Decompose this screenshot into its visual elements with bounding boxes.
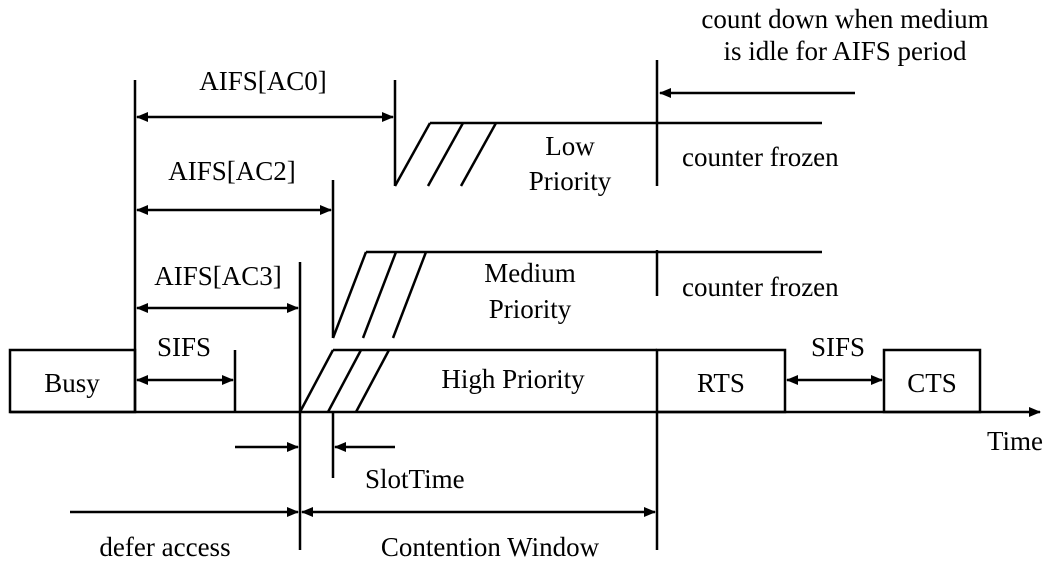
medium-priority-label-line1: Medium — [484, 258, 576, 288]
count-down-note-line1: count down when medium — [701, 4, 988, 34]
medium-priority-label-line2: Priority — [489, 294, 572, 324]
aifs-ac0-label: AIFS[AC0] — [199, 66, 327, 96]
rts-label: RTS — [697, 368, 745, 398]
aifs-ac2-label: AIFS[AC2] — [168, 156, 296, 186]
low-priority-slash-2 — [426, 122, 465, 187]
sifs-right-label: SIFS — [811, 332, 865, 362]
low-priority-label-line1: Low — [545, 131, 595, 161]
counter-frozen-low: counter frozen — [682, 142, 839, 172]
slottime-label: SlotTime — [365, 464, 465, 494]
contention-window-label: Contention Window — [381, 532, 600, 562]
high-priority-label: High Priority — [441, 364, 585, 394]
defer-access-label: defer access — [99, 532, 230, 562]
low-priority-label-line2: Priority — [529, 166, 612, 196]
high-priority-slash-1 — [298, 349, 335, 413]
sifs-left-label: SIFS — [157, 332, 211, 362]
counter-frozen-medium: counter frozen — [682, 272, 839, 302]
medium-priority-slash-3 — [391, 251, 428, 339]
high-priority-slash-3 — [354, 349, 391, 413]
aifs-ac3-label: AIFS[AC3] — [154, 261, 282, 291]
cts-label: CTS — [907, 368, 957, 398]
medium-priority-slash-2 — [361, 251, 398, 339]
high-priority-slash-2 — [326, 349, 363, 413]
low-priority-slash-1 — [393, 122, 432, 187]
low-priority-slash-3 — [459, 122, 498, 187]
medium-priority-slash-1 — [331, 251, 368, 339]
count-down-note-line2: is idle for AIFS period — [724, 36, 967, 66]
busy-label: Busy — [44, 368, 100, 398]
time-axis-label: Time — [987, 426, 1043, 456]
